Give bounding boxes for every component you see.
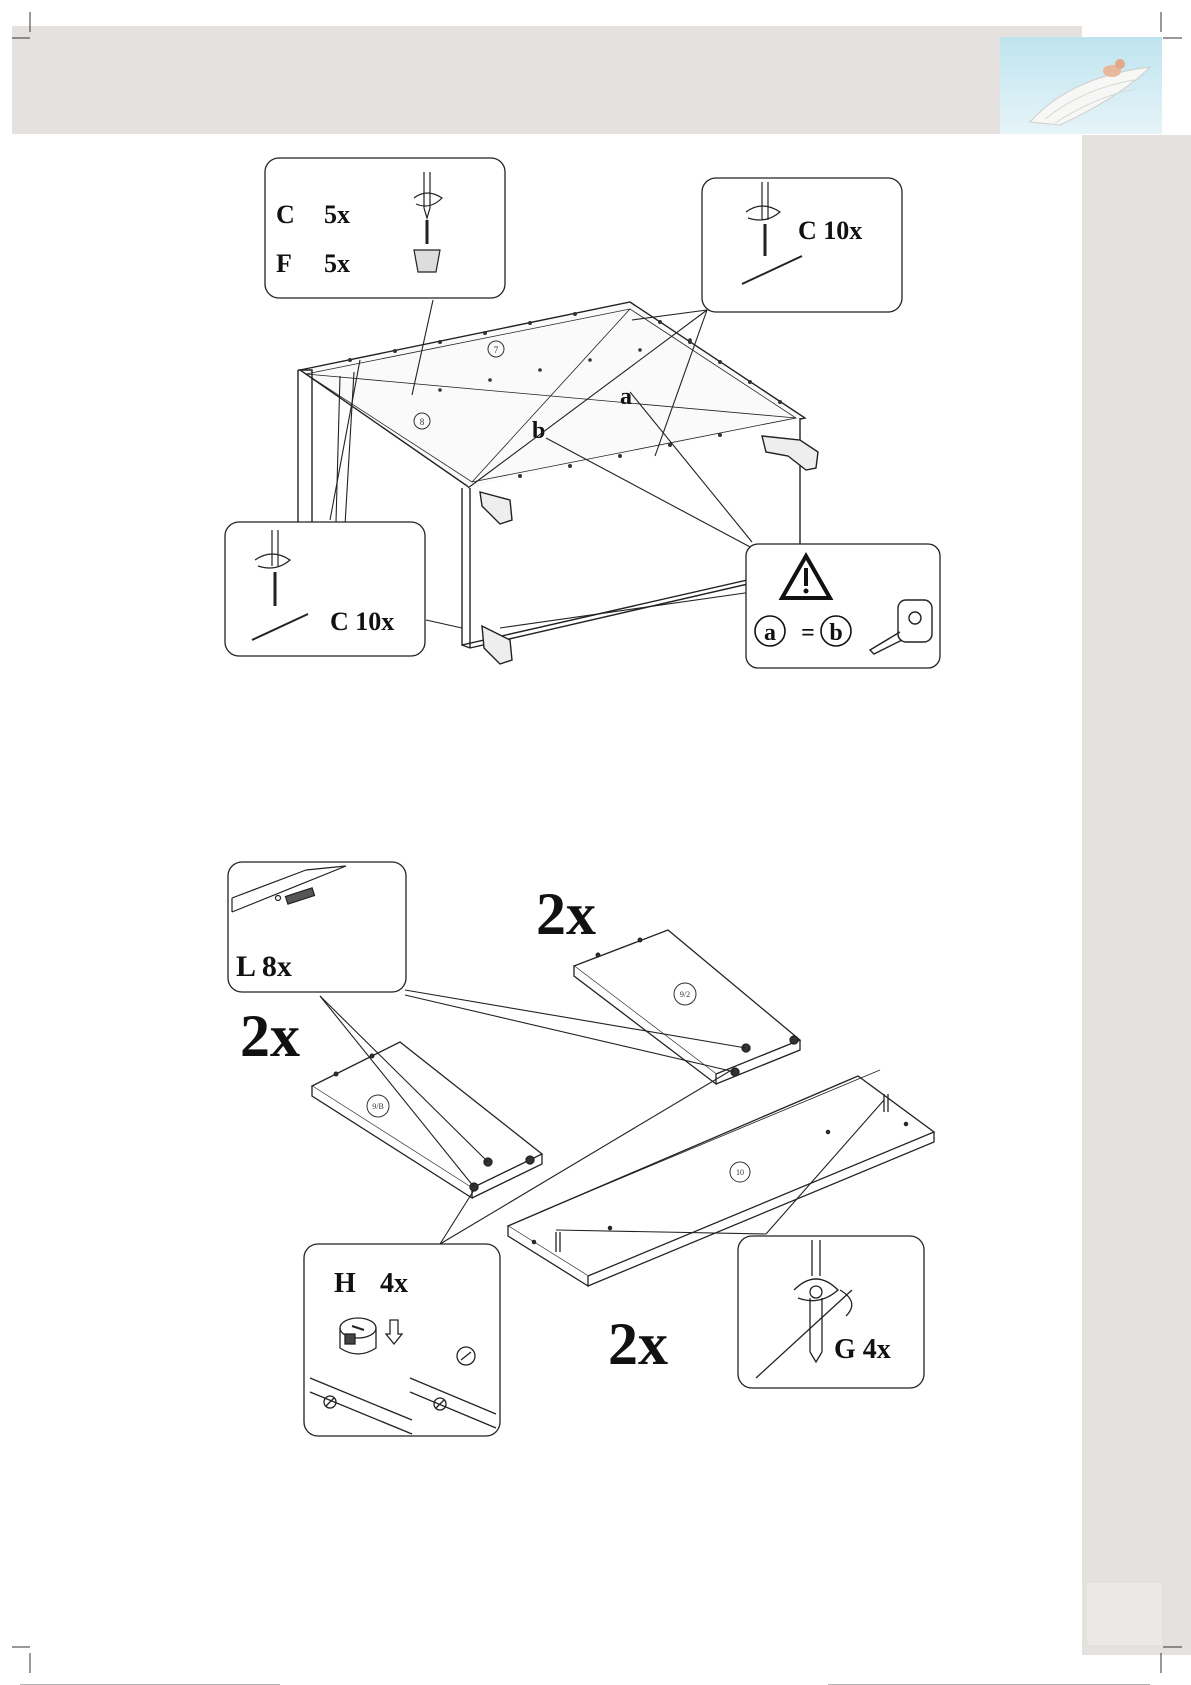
callout-cam-lock-qty: 4x	[380, 1268, 408, 1299]
callout-c-topright: C 10x	[702, 178, 902, 312]
callout-cam-bolt: G 4x	[738, 1236, 924, 1388]
qty-shelf-left: 2x	[240, 1003, 300, 1069]
callout-dowel: L 8x	[228, 862, 406, 992]
panel-label-shelf-right: 9/2	[680, 990, 690, 999]
panel-label-side: 8	[420, 417, 425, 427]
panel-label-shelf-left: 9/B	[372, 1102, 384, 1111]
callout-cam-lock-letter: H	[334, 1268, 356, 1299]
panel-label-top: 7	[494, 345, 499, 355]
callout-f-qty: 5x	[324, 249, 350, 278]
callout-f-letter: F	[276, 249, 292, 278]
callout-measure-diagonals: a = b	[746, 544, 940, 668]
callout-c-letter: C	[276, 200, 295, 229]
diagonal-a-label: a	[620, 384, 632, 410]
measure-a: a	[764, 620, 776, 646]
qty-shelf-right: 2x	[536, 881, 596, 947]
shelf-left-drawing	[312, 1042, 542, 1198]
measure-equals: =	[801, 620, 815, 646]
measure-b: b	[829, 620, 842, 646]
diagonal-b-label: b	[532, 418, 545, 444]
callout-c-qty: 5x	[324, 200, 350, 229]
panel-label-plank: 10	[736, 1168, 744, 1177]
callout-cam-bolt-text: G 4x	[834, 1334, 891, 1365]
qty-plank: 2x	[608, 1311, 668, 1377]
callout-c-left: C 10x	[225, 522, 425, 656]
callout-c-f: C 5x F 5x	[265, 158, 505, 298]
callout-c-left-text: C 10x	[330, 607, 394, 636]
crop-marks	[12, 12, 1182, 1685]
callout-dowel-text: L 8x	[236, 950, 292, 983]
callout-c-topright-text: C 10x	[798, 216, 862, 245]
callout-cam-lock: H 4x	[304, 1244, 500, 1436]
